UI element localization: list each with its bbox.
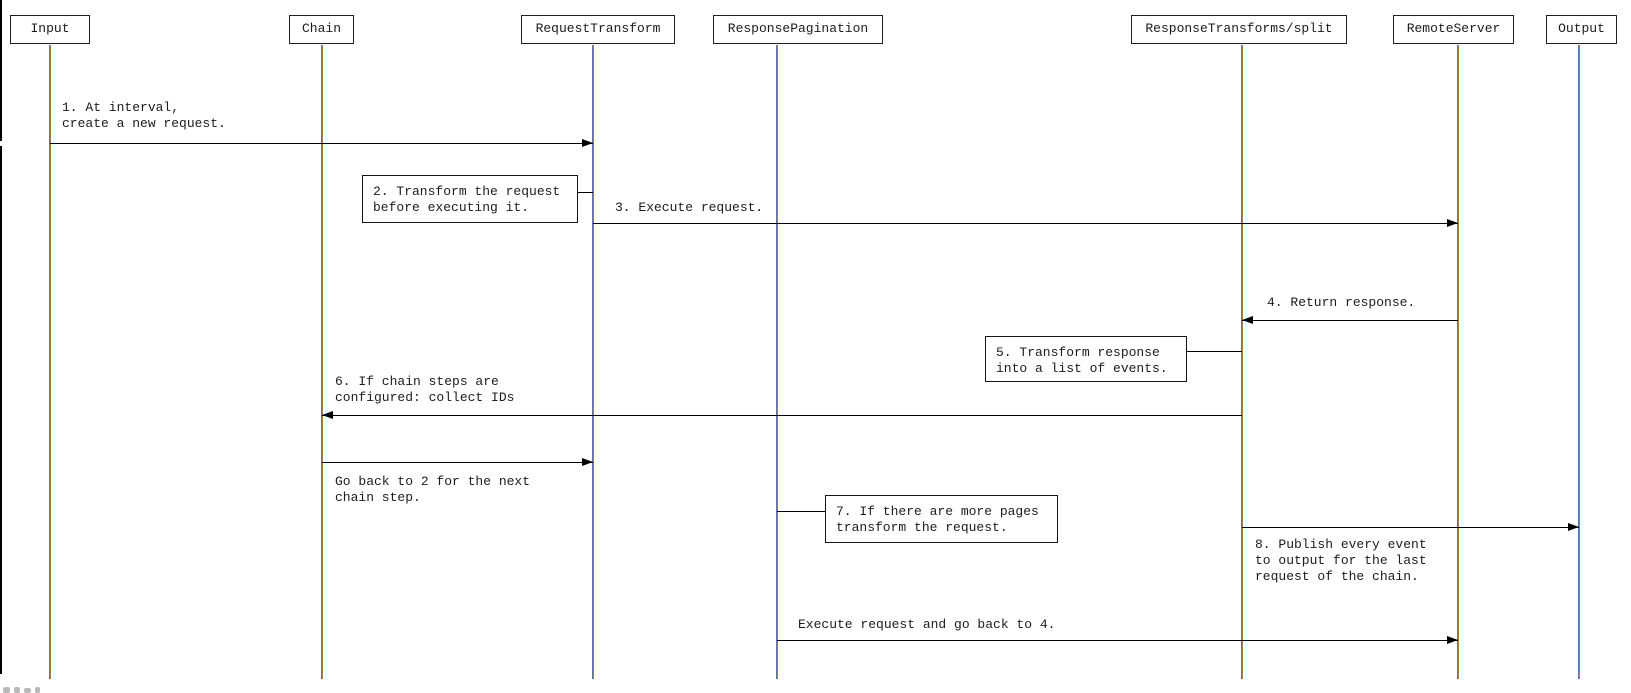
arrow-msg-3-execute-request (593, 223, 1458, 225)
actor-label-chain: Chain (301, 21, 341, 36)
arrow-msg-4-return-response (1242, 320, 1458, 322)
actor-label-input: Input (30, 21, 70, 36)
actor-box-chain: Chain (289, 15, 354, 44)
lifeline-input (49, 45, 51, 679)
arrow-msg-6-collect-ids (322, 415, 1242, 417)
message-label-msg-3-execute-request: 3. Execute request. (615, 200, 764, 215)
clipped-text-fragment-2 (24, 688, 31, 693)
window-edge-line-1 (0, 146, 2, 674)
actor-box-input: Input (10, 15, 90, 44)
clipped-text-fragment-1 (14, 687, 20, 693)
message-label-msg-4-return-response: 4. Return response. (1267, 295, 1416, 310)
arrowhead-msg-go-back-to-2 (582, 458, 593, 467)
note-connector-note-5-transform-response (1187, 351, 1242, 353)
actor-box-response-pagination: ResponsePagination (713, 15, 883, 44)
actor-label-response-pagination: ResponsePagination (727, 21, 869, 36)
arrowhead-msg-8-publish-events (1568, 523, 1579, 532)
lifeline-chain (321, 45, 323, 679)
arrow-msg-8-publish-events (1242, 527, 1579, 529)
actor-label-response-transforms: ResponseTransforms/split (1145, 21, 1333, 36)
clipped-text-fragment-0 (3, 687, 10, 693)
actor-box-remote-server: RemoteServer (1393, 15, 1514, 44)
lifeline-response-pagination (776, 45, 778, 679)
arrowhead-msg-4-return-response (1242, 316, 1253, 325)
clipped-text-fragment-3 (35, 687, 40, 693)
arrow-msg-execute-go-back-4 (777, 640, 1458, 642)
message-label-msg-execute-go-back-4: Execute request and go back to 4. (798, 617, 1056, 632)
arrowhead-msg-3-execute-request (1447, 219, 1458, 228)
lifeline-remote-server (1457, 45, 1459, 679)
actor-box-request-transform: RequestTransform (521, 15, 675, 44)
note-connector-note-7-more-pages (777, 511, 825, 513)
lifeline-request-transform (592, 45, 594, 679)
actor-box-output: Output (1546, 15, 1617, 44)
arrowhead-msg-execute-go-back-4 (1447, 636, 1458, 645)
arrow-msg-go-back-to-2 (322, 462, 593, 464)
actor-box-response-transforms: ResponseTransforms/split (1131, 15, 1347, 44)
message-label-msg-6-collect-ids: 6. If chain steps are configured: collec… (335, 374, 515, 405)
arrowhead-msg-6-collect-ids (322, 411, 333, 420)
actor-label-request-transform: RequestTransform (535, 21, 661, 36)
actor-label-remote-server: RemoteServer (1406, 21, 1501, 36)
window-edge-line-0 (0, 0, 2, 141)
message-label-msg-go-back-to-2: Go back to 2 for the next chain step. (335, 474, 531, 505)
note-7-more-pages: 7. If there are more pages transform the… (825, 495, 1058, 543)
arrow-msg-1-at-interval (50, 143, 593, 145)
message-label-msg-8-publish-events: 8. Publish every event to output for the… (1255, 537, 1427, 584)
lifeline-output (1578, 45, 1580, 679)
actor-label-output: Output (1558, 21, 1605, 36)
arrowhead-msg-1-at-interval (582, 139, 593, 148)
lifeline-response-transforms (1241, 45, 1243, 679)
note-connector-note-2-transform-request (578, 192, 593, 194)
note-2-transform-request: 2. Transform the request before executin… (362, 175, 578, 223)
message-label-msg-1-at-interval: 1. At interval, create a new request. (62, 100, 226, 131)
note-5-transform-response: 5. Transform response into a list of eve… (985, 336, 1187, 382)
